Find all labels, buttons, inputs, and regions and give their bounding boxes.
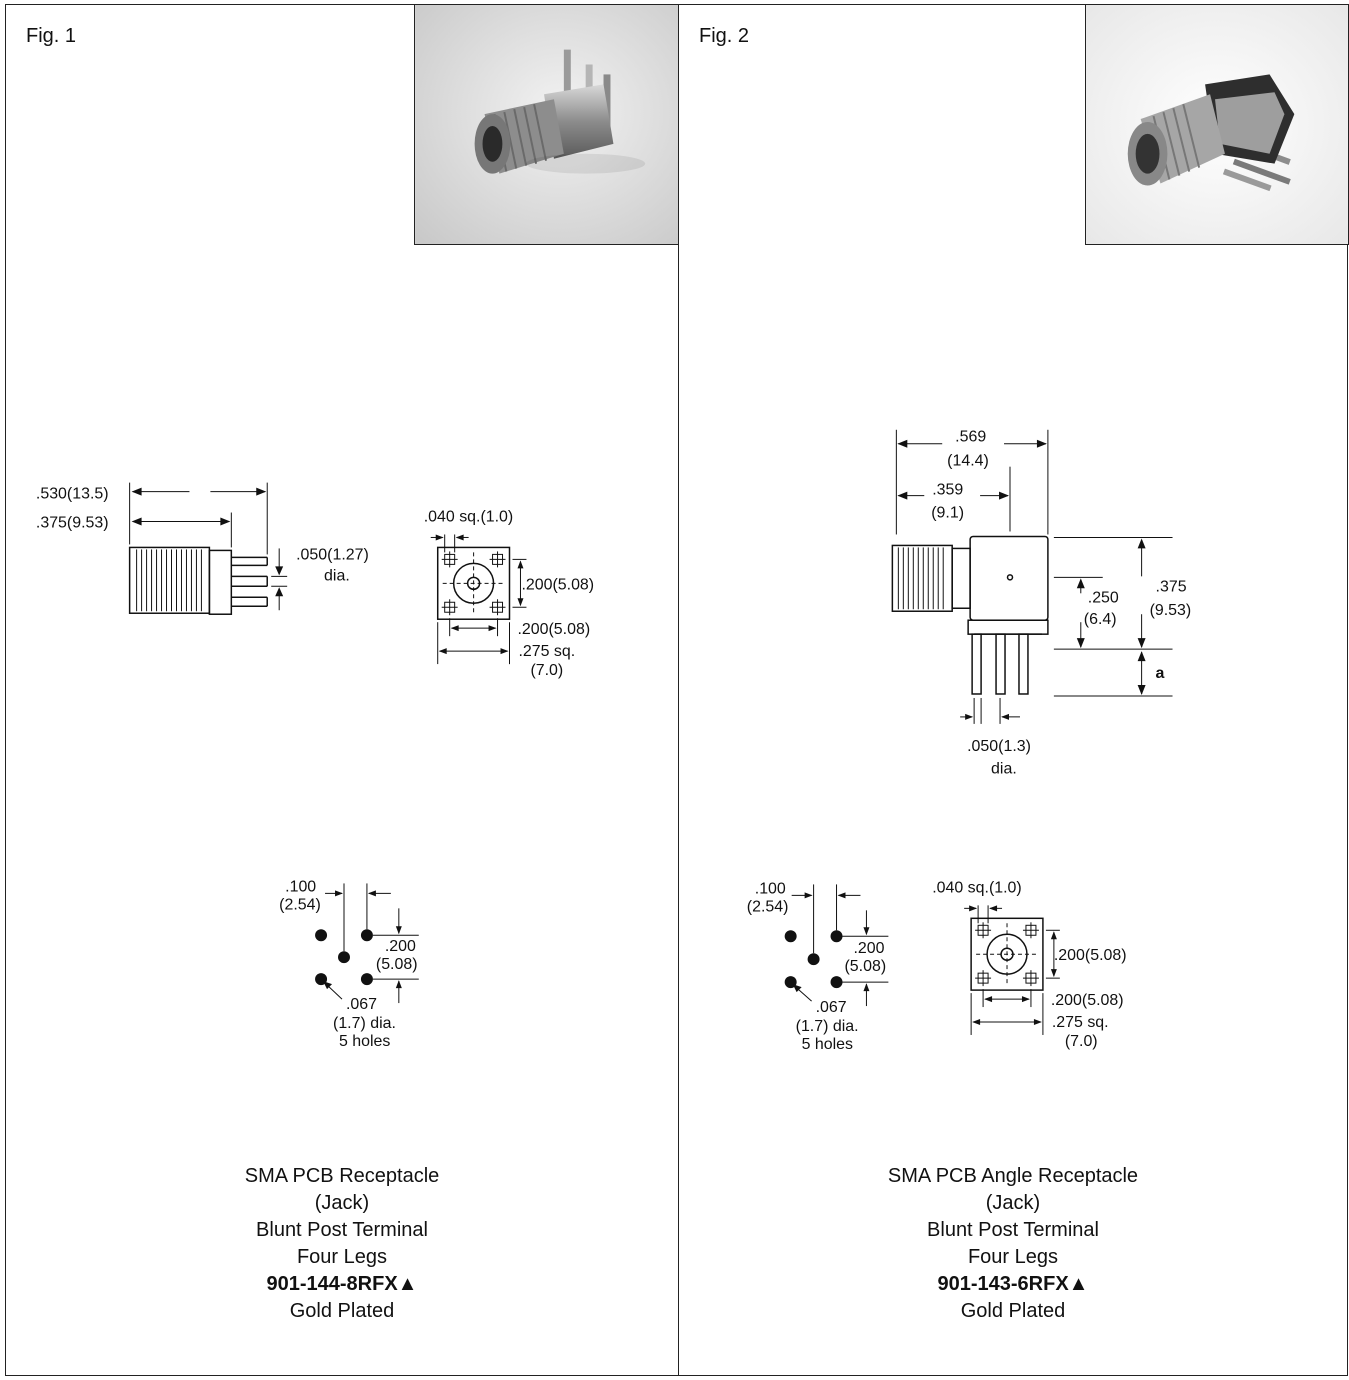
dim-040-square: .040 sq.(1.0)	[424, 509, 513, 526]
part-number: 901-143-6RFX▲	[937, 1273, 1089, 1295]
dim-050-dia-label: dia.	[991, 761, 1017, 778]
hole-dim-200-metric: (5.08)	[845, 958, 887, 975]
hole-dim-200-metric: (5.08)	[376, 956, 418, 973]
hole-dim-067-dia: (1.7) dia.	[796, 1018, 859, 1035]
caption-legs: Four Legs	[967, 1246, 1059, 1268]
hole-dim-200: .200	[385, 938, 416, 955]
dim-200-vertical: .200(5.08)	[521, 576, 594, 593]
hole-dim-100: .100	[755, 880, 786, 897]
hole-dim-200: .200	[853, 940, 884, 957]
product-photo-angle-receptacle	[1085, 4, 1349, 245]
barrel-thread-lines	[136, 549, 202, 612]
hole-count: 5 holes	[802, 1036, 853, 1053]
dim-530: .530(13.5)	[36, 486, 109, 503]
product-photo-image	[1086, 5, 1348, 244]
caption-plating: Gold Plated	[289, 1300, 395, 1322]
dim-569: .569	[955, 429, 986, 446]
figure-panel-1: Fig. 1	[5, 4, 680, 1376]
caption-terminal: Blunt Post Terminal	[927, 1219, 1099, 1241]
dim-275-metric: (7.0)	[1065, 1033, 1098, 1050]
dim-375: .375(9.53)	[36, 514, 109, 531]
hole-dim-067: .067	[346, 996, 377, 1013]
hole-dim-100-metric: (2.54)	[279, 896, 321, 913]
dim-359-metric: (9.1)	[931, 505, 964, 522]
dim-a-label: a	[1156, 665, 1165, 682]
product-photo-straight-receptacle	[414, 4, 680, 245]
technical-drawing-svg: .569 (14.4) .359 (9.1) .250 (6.4) .375 (…	[747, 429, 1192, 1053]
angle-receptacle-side-view	[891, 429, 1173, 724]
product-caption: SMA PCB Angle Receptacle (Jack) Blunt Po…	[679, 1163, 1347, 1325]
product-photo-image	[415, 5, 679, 244]
dimension-arrowheads	[131, 487, 284, 597]
caption-type: (Jack)	[314, 1192, 370, 1214]
dim-250-metric: (6.4)	[1084, 611, 1117, 628]
dim-359: .359	[932, 482, 963, 499]
dimension-drawings-fig2: .569 (14.4) .359 (9.1) .250 (6.4) .375 (…	[679, 5, 1347, 1375]
dim-375: .375	[1156, 578, 1187, 595]
figure-label: Fig. 1	[26, 25, 77, 47]
hole-count: 5 holes	[339, 1033, 390, 1050]
dim-050-diameter: .050(1.3)	[967, 738, 1031, 755]
dim-375-metric: (9.53)	[1150, 602, 1192, 619]
product-caption: SMA PCB Receptacle (Jack) Blunt Post Ter…	[6, 1163, 678, 1325]
part-number: 901-144-8RFX▲	[266, 1273, 418, 1295]
dim-040-square: .040 sq.(1.0)	[932, 879, 1021, 896]
figure-panel-2: Fig. 2	[678, 4, 1349, 1376]
hole-dim-100-metric: (2.54)	[747, 898, 789, 915]
caption-legs: Four Legs	[296, 1246, 388, 1268]
dim-200-horizontal: .200(5.08)	[1051, 992, 1124, 1009]
hole-dim-100: .100	[285, 878, 316, 895]
dim-200-horizontal: .200(5.08)	[517, 621, 590, 638]
technical-drawing-svg: .530(13.5) .375(9.53) .050(1.27) dia. .0…	[36, 482, 594, 1050]
hole-dim-067-dia: (1.7) dia.	[333, 1015, 396, 1032]
caption-type: (Jack)	[985, 1192, 1041, 1214]
footprint-view-fig2	[964, 905, 1060, 1035]
footprint-view	[430, 534, 527, 665]
dim-250: .250	[1088, 589, 1119, 606]
dim-050-dia-label: dia.	[324, 567, 350, 584]
dim-275-square: .275 sq.	[518, 643, 575, 660]
hole-dim-067: .067	[816, 999, 847, 1016]
dim-569-metric: (14.4)	[947, 453, 989, 470]
figure-label: Fig. 2	[699, 25, 750, 47]
dim-200-vertical: .200(5.08)	[1054, 947, 1127, 964]
caption-title: SMA PCB Angle Receptacle	[887, 1165, 1139, 1187]
caption-terminal: Blunt Post Terminal	[256, 1219, 428, 1241]
dim-275-square: .275 sq.	[1052, 1014, 1109, 1031]
dim-275-metric: (7.0)	[530, 662, 563, 679]
caption-title: SMA PCB Receptacle	[244, 1165, 440, 1187]
dimension-drawings-fig1: .530(13.5) .375(9.53) .050(1.27) dia. .0…	[6, 5, 678, 1375]
hole-pattern-fig1	[315, 883, 419, 1004]
hole-pattern-fig2	[784, 884, 889, 1007]
dim-050-diameter: .050(1.27)	[296, 546, 369, 563]
caption-plating: Gold Plated	[960, 1300, 1066, 1322]
